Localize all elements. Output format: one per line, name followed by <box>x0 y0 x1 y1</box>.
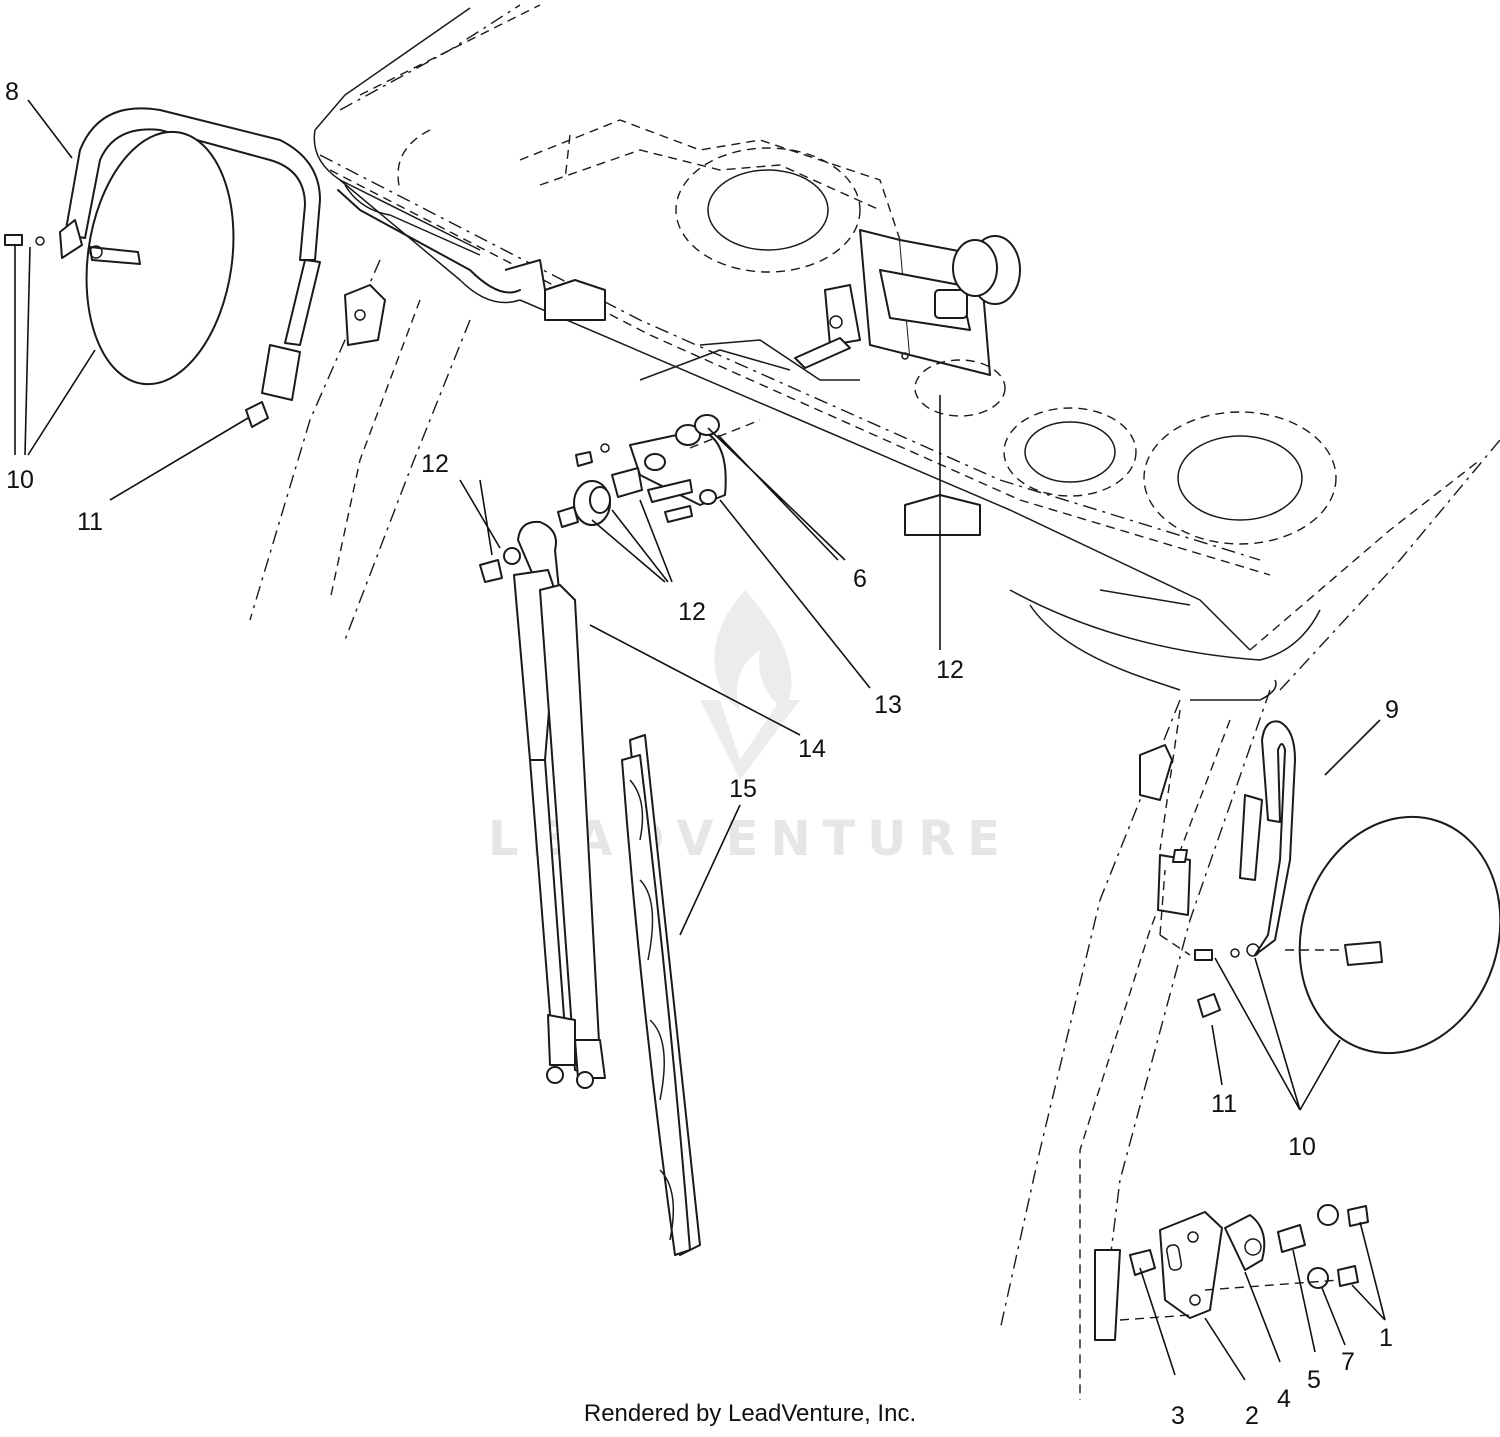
callout-1: 1 <box>1379 1324 1393 1352</box>
callout-15: 15 <box>729 775 757 803</box>
wiper-blade <box>621 734 701 1256</box>
wiper-linkage <box>557 414 761 528</box>
callout-12-motor: 12 <box>936 656 964 684</box>
callout-8: 8 <box>5 78 19 106</box>
callout-11-right: 11 <box>1211 1090 1237 1118</box>
callout-14: 14 <box>798 735 826 763</box>
door-latch-hardware <box>1119 1204 1369 1321</box>
callout-3: 3 <box>1171 1402 1185 1430</box>
render-credit: Rendered by LeadVenture, Inc. <box>583 1400 917 1427</box>
callout-10-left: 10 <box>6 466 34 494</box>
callout-12-linkage: 12 <box>678 598 706 626</box>
callout-9: 9 <box>1385 696 1399 724</box>
callout-10-right: 10 <box>1288 1133 1316 1161</box>
callout-labels: 8 10 11 12 12 6 12 13 14 15 9 11 10 1 7 … <box>5 78 1399 1430</box>
wiper-motor-assembly <box>794 229 1021 417</box>
callout-6: 6 <box>853 565 867 593</box>
callout-11-left: 11 <box>77 508 103 536</box>
leader-lines <box>14 99 1386 1381</box>
callout-7: 7 <box>1341 1348 1355 1376</box>
callout-5: 5 <box>1307 1366 1321 1394</box>
watermark-v-icon <box>700 700 800 780</box>
callout-4: 4 <box>1277 1385 1291 1413</box>
callout-12-arm-nut: 12 <box>421 450 449 478</box>
left-mirror-assembly <box>4 107 321 428</box>
cab-pillars <box>249 259 1271 1400</box>
right-mirror-assembly <box>1157 720 1500 1055</box>
watermark-flame-icon <box>714 590 792 710</box>
cab-roof-outline <box>313 4 1500 851</box>
wiper-arm <box>479 520 606 1089</box>
callout-2: 2 <box>1245 1402 1259 1430</box>
callout-13: 13 <box>874 691 902 719</box>
